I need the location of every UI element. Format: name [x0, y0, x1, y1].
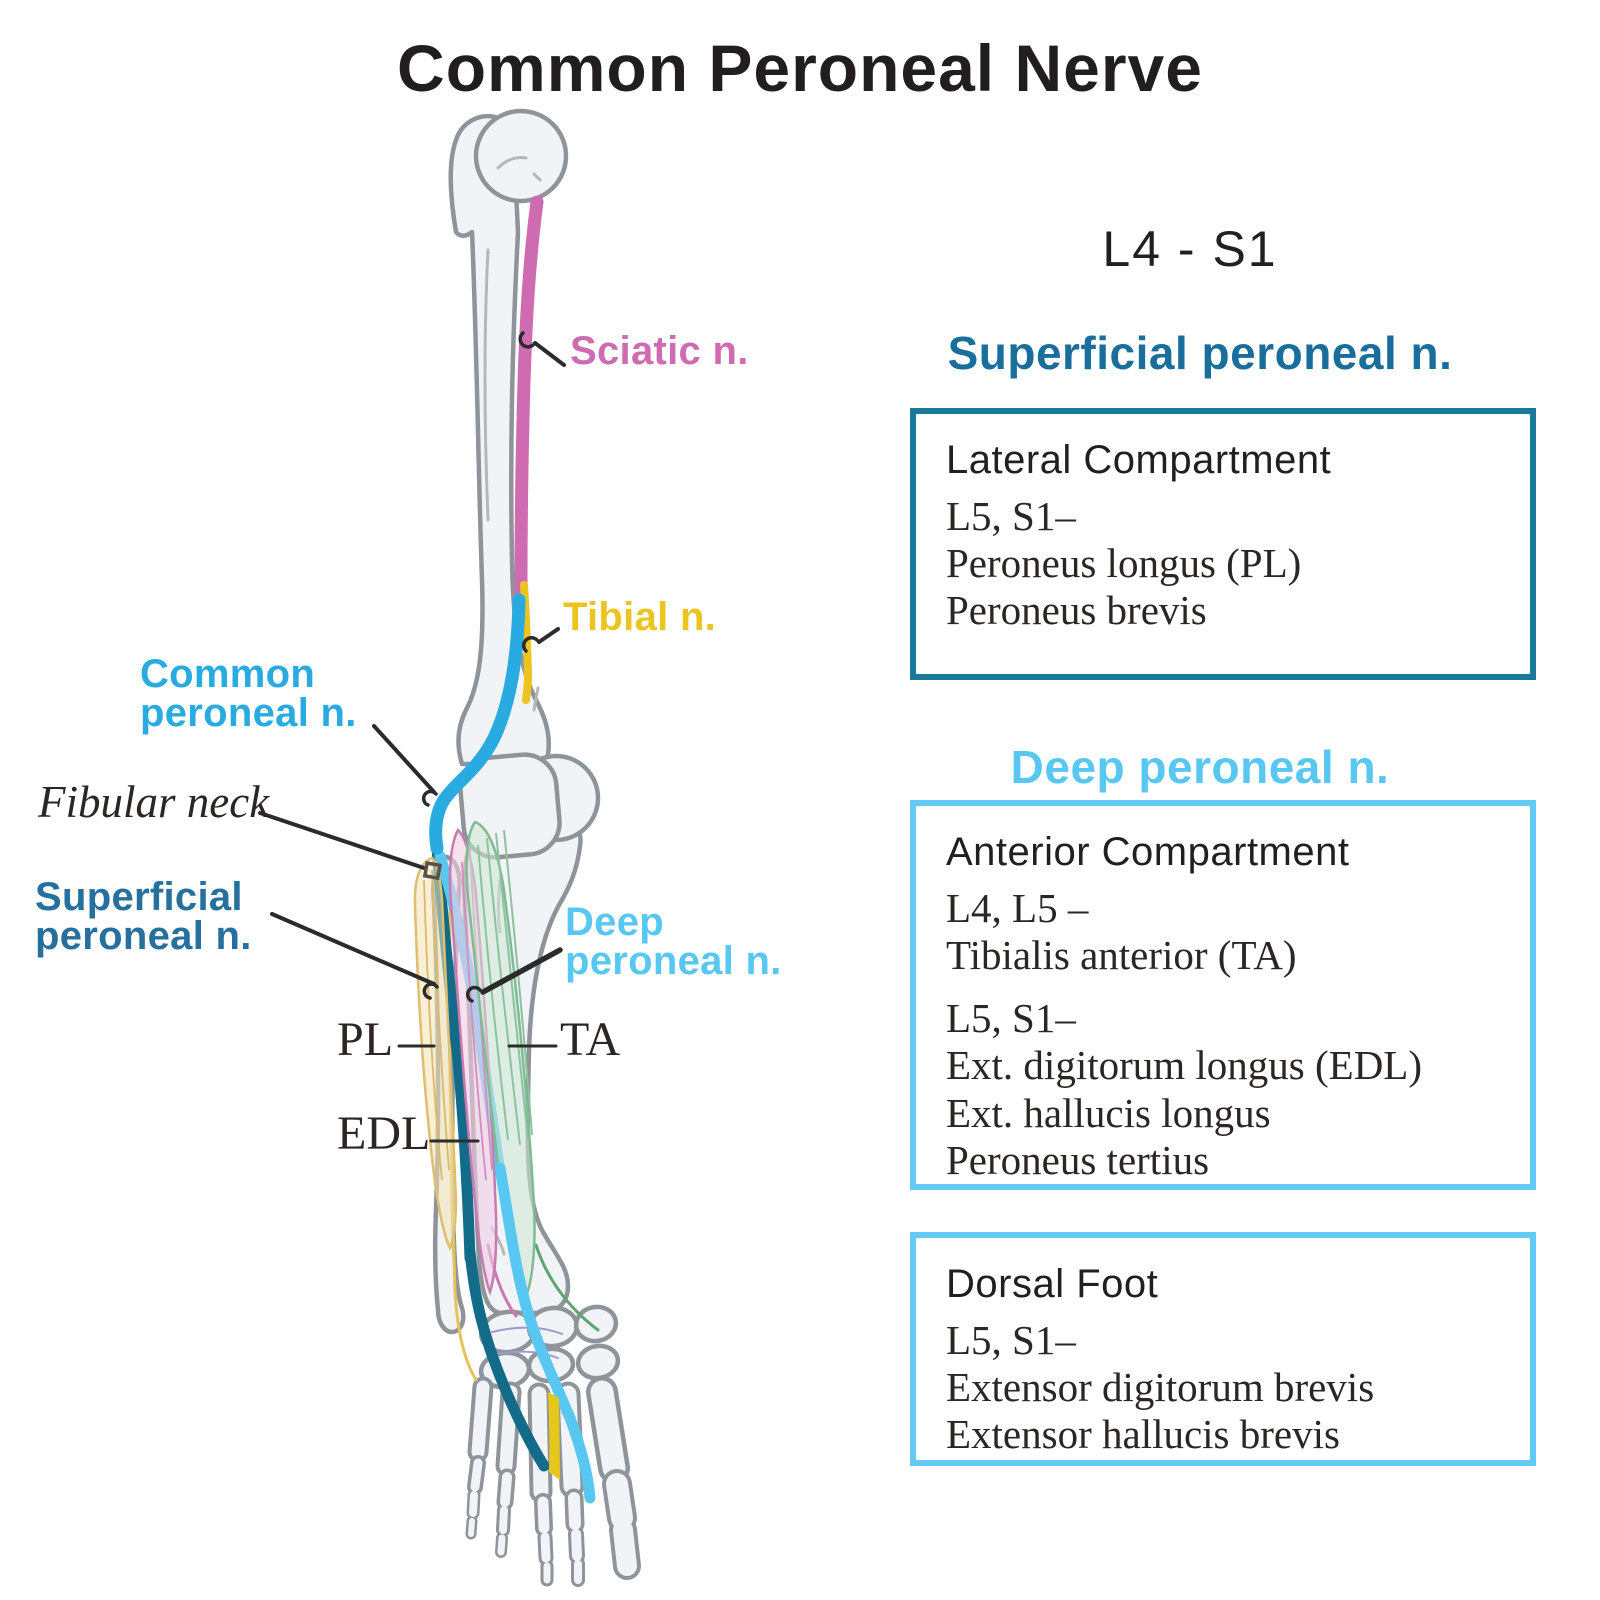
- deep-label-line1: Deep: [565, 900, 665, 944]
- phalanx-fills: [468, 1458, 637, 1584]
- superficial-peroneal-nerve-lower: [464, 1246, 550, 1472]
- superficial-label-line2: peroneal n.: [35, 914, 252, 959]
- tibial-hook-icon: [521, 635, 539, 653]
- fibular-neck-marker-icon: [422, 861, 442, 881]
- deep-hook-icon: [465, 985, 482, 1003]
- superficial-label-line1: Superficial: [35, 875, 243, 919]
- femur-bone: [448, 113, 551, 767]
- box-line: Peroneus longus (PL): [946, 540, 1302, 587]
- peroneus-longus-muscle: [413, 856, 458, 1252]
- box-line: L4, L5 –: [946, 885, 1089, 931]
- box-line: L5, S1–: [946, 995, 1076, 1042]
- edl-muscle-label: EDL: [337, 1107, 431, 1160]
- common-peroneal-hook-icon: [421, 789, 438, 807]
- sciatic-nerve-label: Sciatic n.: [570, 329, 749, 373]
- box-line: Peroneus tertius: [946, 1136, 1210, 1183]
- deep-leader-line: [480, 947, 563, 995]
- sciatic-hook-icon: [518, 331, 535, 349]
- leader-lines: [258, 331, 566, 1143]
- common-peroneal-leader-line: [372, 724, 436, 794]
- fibular-neck-leader-line: [258, 811, 426, 870]
- common-peroneal-label-line1: Common: [140, 652, 316, 696]
- box-line: Tibialis anterior (TA): [946, 932, 1297, 979]
- fibular-neck-label: Fibular neck: [38, 777, 270, 827]
- superficial-leader-line: [270, 912, 436, 986]
- superficial-peroneal-header: Superficial peroneal n.: [947, 327, 1453, 379]
- tibial-nerve-label: Tibial n.: [563, 595, 717, 639]
- box-line: Peroneus brevis: [946, 587, 1207, 634]
- muscles: [413, 820, 536, 1299]
- deep-peroneal-header: Deep peroneal n.: [1010, 741, 1390, 793]
- page-title: Common Peroneal Nerve: [397, 31, 1203, 105]
- box-section: L5, S1– Peroneus longus (PL) Peroneus br…: [946, 493, 1510, 634]
- common-peroneal-label-line2: peroneal n.: [140, 691, 357, 736]
- deep-peroneal-label: Deep peroneal n.: [565, 900, 782, 984]
- nerve-roots-label: L4 - S1: [1102, 221, 1278, 277]
- common-peroneal-label: Common peroneal n.: [140, 652, 357, 736]
- superficial-peroneal-label: Superficial peroneal n.: [35, 875, 252, 959]
- medial-nerve-branch: [548, 1392, 560, 1480]
- tibial-nerve: [520, 581, 532, 704]
- box-title: Anterior Compartment: [946, 830, 1350, 874]
- deep-label-line2: peroneal n.: [565, 939, 782, 984]
- box-line: Extensor hallucis brevis: [946, 1411, 1340, 1458]
- deep-peroneal-nerve-lower: [494, 1162, 596, 1504]
- lateral-compartment-box: Lateral Compartment L5, S1– Peroneus lon…: [910, 408, 1536, 680]
- box-line: L5, S1–: [946, 493, 1076, 539]
- anterior-compartment-box: Anterior Compartment L4, L5 – Tibialis a…: [910, 800, 1536, 1190]
- ta-muscle-label: TA: [560, 1013, 621, 1066]
- box-section: L5, S1– Ext. digitorum longus (EDL) Ext.…: [946, 995, 1510, 1184]
- box-line: L5, S1–: [946, 1317, 1076, 1363]
- common-peroneal-nerve: [429, 593, 526, 855]
- box-line: Ext. hallucis longus: [946, 1089, 1271, 1136]
- sciatic-nerve: [512, 195, 544, 632]
- superficial-hook-icon: [422, 982, 439, 1000]
- pl-muscle-label: PL: [337, 1013, 394, 1066]
- box-line: Extensor digitorum brevis: [946, 1364, 1375, 1411]
- box-title: Dorsal Foot: [946, 1262, 1159, 1306]
- sciatic-leader-line: [533, 341, 566, 367]
- box-line: Ext. digitorum longus (EDL): [946, 1042, 1423, 1089]
- box-title: Lateral Compartment: [946, 438, 1332, 482]
- tibial-leader-line: [537, 627, 560, 644]
- dorsal-foot-box: Dorsal Foot L5, S1– Extensor digitorum b…: [910, 1232, 1536, 1466]
- box-section: L4, L5 – Tibialis anterior (TA): [946, 885, 1510, 979]
- box-section: L5, S1– Extensor digitorum brevis Extens…: [946, 1317, 1510, 1458]
